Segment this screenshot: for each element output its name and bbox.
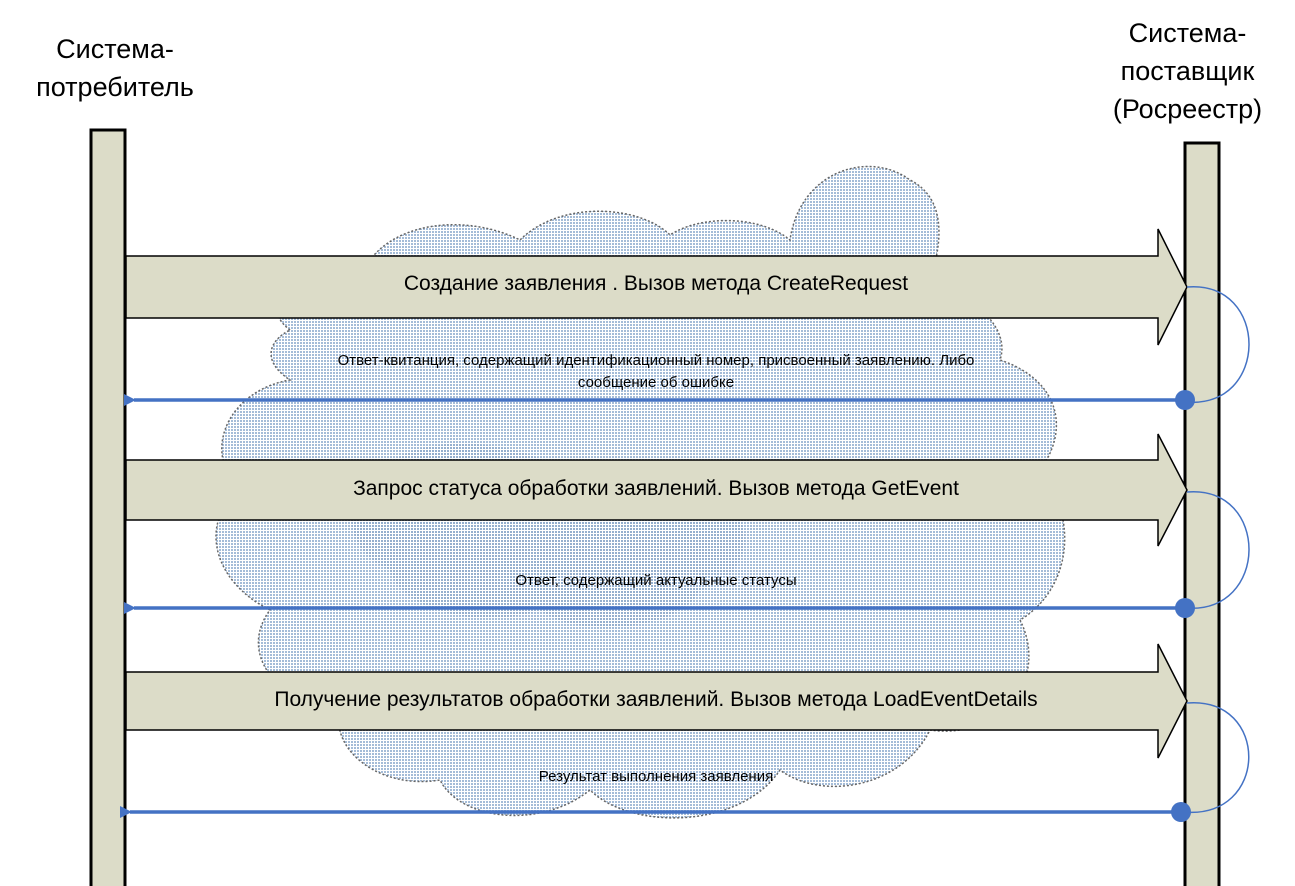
response-label-2: Ответ, содержащий актуальные статусы — [515, 572, 797, 589]
request-arrow-create — [125, 228, 1188, 346]
request-label-create: Создание заявления . Вызов метода Create… — [403, 272, 909, 295]
consumer-lifeline — [89, 128, 127, 886]
consumer-label-line1: Система- — [56, 34, 174, 64]
request-arrow-getevent — [125, 433, 1188, 547]
response-label-1-line2: сообщение об ошибке — [577, 374, 735, 391]
consumer-label-line2: потребитель — [36, 72, 194, 102]
response-label-1: Ответ-квитанция, содержащий идентификаци… — [126, 350, 1186, 394]
response-origin-dot-2 — [1175, 598, 1195, 618]
request-arrow-loadevent — [125, 643, 1188, 759]
provider-lifeline — [1183, 141, 1221, 886]
request-label-getevent: Запрос статуса обработки заявлений. Вызо… — [353, 477, 959, 500]
provider-system-label: Система- поставщик (Росреестр) — [1080, 14, 1295, 128]
processing-loop-2 — [1184, 491, 1250, 609]
request-label-loadevent: Получение результатов обработки заявлени… — [274, 688, 1038, 711]
processing-loop-1 — [1184, 286, 1250, 403]
processing-loop-3 — [1182, 702, 1250, 813]
response-label-1-line1: Ответ-квитанция, содержащий идентификаци… — [337, 352, 975, 369]
response-origin-dot-3 — [1171, 802, 1191, 822]
response-origin-dot-1 — [1175, 390, 1195, 410]
provider-label-line1: Система- — [1128, 18, 1247, 48]
provider-label-line2: поставщик — [1120, 56, 1255, 86]
consumer-system-label: Система- потребитель — [0, 30, 230, 106]
provider-label-line3: (Росреестр) — [1112, 94, 1263, 124]
response-label-3: Результат выполнения заявления — [538, 768, 774, 785]
